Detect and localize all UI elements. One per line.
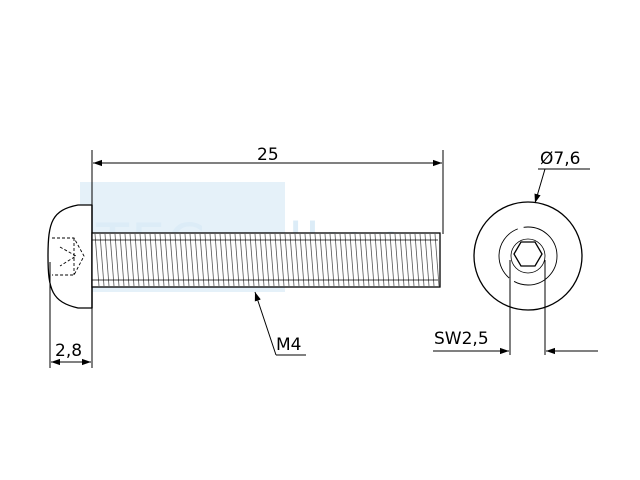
thread-line [149,233,155,287]
thread-line [384,233,390,287]
thread-line [124,233,130,287]
thread-line [334,233,340,287]
thread-line [169,233,175,287]
thread-line [319,233,325,287]
thread-line [129,233,135,287]
thread-line [234,233,240,287]
length-label: 25 [257,145,279,165]
thread-line [329,233,335,287]
head-outline [473,201,583,311]
thread-line [274,233,280,287]
thread-line [404,233,410,287]
thread-line [229,233,235,287]
thread-line [299,233,305,287]
thread-line [194,233,200,287]
thread-line [364,233,370,287]
thread-line [104,233,110,287]
thread-line [414,233,420,287]
thread-line [324,233,330,287]
socket-size-dimension [433,260,598,355]
thread-line [109,233,115,287]
thread-line [244,233,250,287]
thread-line [154,233,160,287]
thread-line [179,233,185,287]
thread-line [249,233,255,287]
thread-line [409,233,415,287]
thread-line [269,233,275,287]
thread-line [374,233,380,287]
thread-line [239,233,245,287]
thread-line [389,233,395,287]
thread-line [314,233,320,287]
thread-line [289,233,295,287]
thread-line [359,233,365,287]
thread-line [254,233,260,287]
thread-line [309,233,315,287]
thread-line [434,233,440,287]
thread-line [114,233,120,287]
thread-line [264,233,270,287]
thread-line [369,233,375,287]
hex-socket [513,241,543,267]
thread-body [91,232,441,288]
thread-line [184,233,190,287]
thread-line [429,233,435,287]
thread-line [304,233,310,287]
thread-line [134,233,140,287]
thread-line [214,233,220,287]
head-height-dimension [49,262,93,368]
socket-hidden-lines [52,237,85,276]
thread-line [339,233,345,287]
thread-line [424,233,430,287]
thread-line [259,233,265,287]
thread-line [139,233,145,287]
thread-line [189,233,195,287]
thread-line [224,233,230,287]
thread-line [284,233,290,287]
thread-line [174,233,180,287]
thread-label: M4 [276,335,301,355]
thread-line [164,233,170,287]
screw-end-view [473,201,583,311]
thread-line [394,233,400,287]
thread-line [294,233,300,287]
thread-callout [254,291,306,356]
diameter-callout [534,168,590,204]
thread-line [219,233,225,287]
thread-line [94,233,100,287]
thread-line [119,233,125,287]
thread-circle [498,226,558,286]
thread-lines [94,233,440,287]
thread-line [99,233,105,287]
thread-line [159,233,165,287]
thread-line [209,233,215,287]
screw-side-view [47,204,441,309]
thread-line [344,233,350,287]
thread-line [279,233,285,287]
thread-line [419,233,425,287]
length-dimension [91,150,444,234]
thread-line [144,233,150,287]
thread-line [204,233,210,287]
thread-line [349,233,355,287]
thread-line [399,233,405,287]
head-height-label: 2,8 [55,341,82,361]
socket-size-label: SW2,5 [434,329,489,349]
thread-line [199,233,205,287]
screw-head [47,204,93,309]
thread-line [354,233,360,287]
diameter-label: Ø7,6 [540,149,580,169]
thread-line [379,233,385,287]
